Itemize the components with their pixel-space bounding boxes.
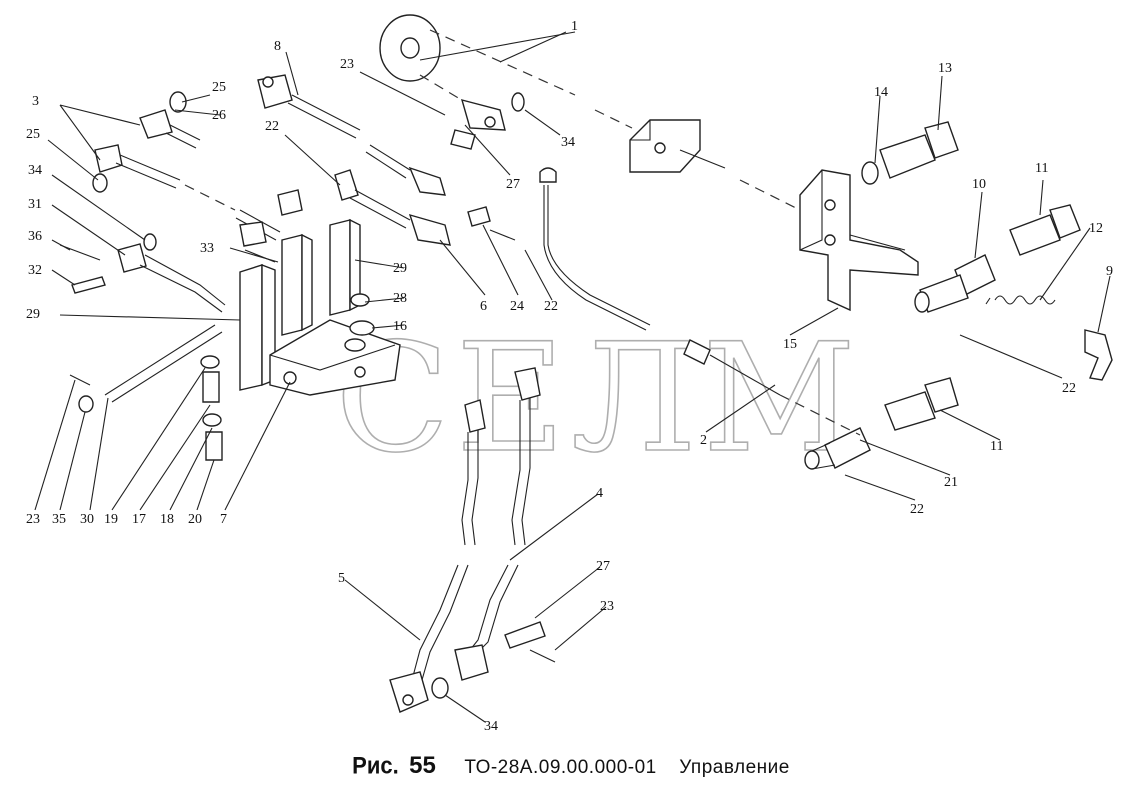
part-5-lever <box>389 399 486 713</box>
callout-14: 14 <box>874 85 888 100</box>
part-3-rod-assembly <box>94 109 303 247</box>
callout-8: 8 <box>274 39 281 54</box>
callout-23-left: 23 <box>26 512 40 527</box>
callout-16: 16 <box>393 319 407 334</box>
callout-7: 7 <box>220 512 227 527</box>
callout-19: 19 <box>104 512 118 527</box>
figure-prefix: Рис. <box>352 751 399 780</box>
part-12-spring <box>985 295 1056 305</box>
part-2-cable <box>539 167 861 436</box>
callout-21: 21 <box>944 475 958 490</box>
callout-34-a: 34 <box>561 135 575 150</box>
callout-34-left: 34 <box>28 163 42 178</box>
callout-18: 18 <box>160 512 174 527</box>
callout-25-top: 25 <box>212 80 226 95</box>
callout-labels: 1 8 23 13 25 14 3 26 22 25 34 34 11 27 1… <box>26 19 1113 734</box>
callout-22-a: 22 <box>265 119 279 134</box>
callout-29-left: 29 <box>26 307 40 322</box>
callout-23-bottom: 23 <box>600 599 614 614</box>
part-31-rod <box>117 243 226 313</box>
callout-30: 30 <box>80 512 94 527</box>
part-21-sleeve <box>804 427 871 470</box>
callout-11-lower: 11 <box>990 439 1003 454</box>
callout-34-bottom: 34 <box>484 719 498 734</box>
callout-22-b: 22 <box>544 299 558 314</box>
figure-title: Управление <box>679 757 790 778</box>
figure-number: 55 <box>409 752 436 779</box>
part-34-washer-left <box>143 233 157 251</box>
callout-27-a: 27 <box>506 177 520 192</box>
callout-15: 15 <box>783 337 797 352</box>
callout-28: 28 <box>393 291 407 306</box>
callout-9: 9 <box>1106 264 1113 279</box>
part-16-nut <box>344 320 375 352</box>
part-23-cotter-left <box>69 374 91 386</box>
part-6-rod <box>334 169 451 246</box>
part-4-lever <box>454 367 541 681</box>
part-11-bolt-lower <box>884 377 959 431</box>
callout-29-right: 29 <box>393 261 407 276</box>
callout-20: 20 <box>188 512 202 527</box>
figure-code: ТО-28А.09.00.000-01 <box>464 757 657 778</box>
part-27-pin-upper <box>450 99 506 150</box>
callout-22-c: 22 <box>1062 381 1076 396</box>
callout-31: 31 <box>28 197 42 212</box>
callout-32: 32 <box>28 263 42 278</box>
part-18-washer <box>202 413 222 427</box>
part-15-bracket <box>739 169 919 312</box>
callout-17: 17 <box>132 512 146 527</box>
part-23-cotter-lower <box>529 649 556 663</box>
callout-35: 35 <box>52 512 66 527</box>
figure-caption: Рис. 55 ТО-28А.09.00.000-01 Управление <box>0 752 1142 780</box>
callout-24: 24 <box>510 299 524 314</box>
leader-lines <box>34 31 1111 723</box>
part-24-pin <box>467 206 516 241</box>
part-20-bushing <box>205 431 223 461</box>
part-13-bolt <box>879 121 959 179</box>
callout-13: 13 <box>938 61 952 76</box>
callout-5: 5 <box>338 571 345 586</box>
part-34-washer-bottom <box>431 677 449 699</box>
callout-22-d: 22 <box>910 502 924 517</box>
callout-33: 33 <box>200 241 214 256</box>
part-1-pulley <box>379 14 576 106</box>
part-32-bolt <box>71 276 106 294</box>
callout-3: 3 <box>32 94 39 109</box>
watermark-text: СЕЛМ <box>335 312 862 486</box>
callout-6: 6 <box>480 299 487 314</box>
callout-4: 4 <box>596 486 603 501</box>
callout-11-upper: 11 <box>1035 161 1048 176</box>
part-30-rod <box>104 324 223 403</box>
part-34-washer-upper <box>511 92 525 112</box>
part-19-washer <box>200 355 220 369</box>
callout-36: 36 <box>28 229 42 244</box>
part-29-bracket-assembly <box>239 218 401 396</box>
callout-2: 2 <box>700 433 707 448</box>
callout-23-top: 23 <box>340 57 354 72</box>
part-9-clip <box>1084 329 1113 381</box>
part-17-bushing <box>202 371 220 403</box>
callout-12: 12 <box>1089 221 1103 236</box>
callout-1: 1 <box>571 19 578 34</box>
cable-clamp-block <box>594 109 726 173</box>
part-14-washer <box>861 161 879 185</box>
part-8-rod <box>257 74 446 196</box>
part-10-sleeve <box>914 254 996 313</box>
callout-25-left: 25 <box>26 127 40 142</box>
part-11-bolt-upper <box>1009 204 1081 256</box>
part-28-washer <box>350 293 370 307</box>
part-27-pin-lower <box>504 621 546 649</box>
part-36-pin <box>59 244 101 261</box>
part-35-washer <box>78 395 94 413</box>
callout-10: 10 <box>972 177 986 192</box>
callout-27-b: 27 <box>596 559 610 574</box>
callout-26: 26 <box>212 108 226 123</box>
